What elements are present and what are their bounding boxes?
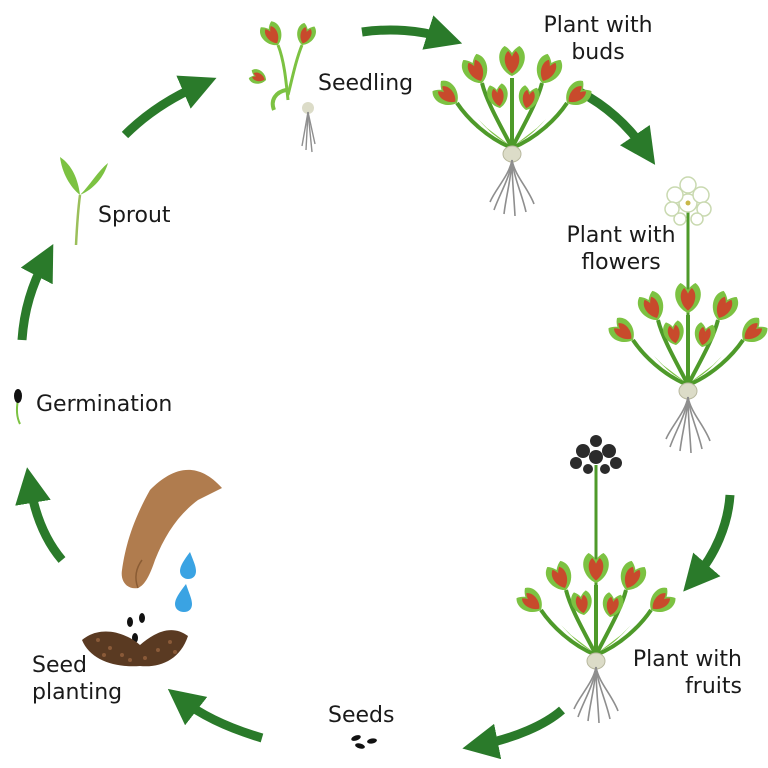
label-plant-with-buds-line2: buds xyxy=(571,40,625,65)
label-seed-planting-line2: planting xyxy=(32,680,123,705)
label-plant-with-flowers-line2: flowers xyxy=(581,250,661,275)
arrow-sprout-to-seedling xyxy=(121,75,217,139)
label-plant-with-flowers: Plant with flowers xyxy=(546,222,696,276)
label-plant-with-buds-line1: Plant with xyxy=(543,13,653,38)
sprout-icon xyxy=(60,157,108,246)
label-seeds: Seeds xyxy=(328,703,395,728)
flower-cluster-icon xyxy=(664,176,712,226)
label-plant-with-fruits-line1: Plant with xyxy=(632,647,742,672)
arrow-flowers-to-fruits xyxy=(683,494,735,592)
water-drop-icon xyxy=(175,552,196,612)
arrow-planting-to-germination xyxy=(15,467,66,563)
seedling-icon xyxy=(247,19,319,153)
label-seed-planting: Seed planting xyxy=(32,652,122,706)
arrow-buds-to-flowers xyxy=(577,88,656,165)
label-plant-with-buds: Plant with buds xyxy=(528,12,668,66)
hand-icon xyxy=(121,469,222,589)
label-plant-with-fruits: Plant with fruits xyxy=(600,646,742,700)
label-seed-planting-line1: Seed xyxy=(32,653,87,678)
plant-buds-icon xyxy=(430,46,595,216)
germinating-seed-icon xyxy=(14,389,22,425)
soil-mound-icon xyxy=(82,630,188,667)
seeds-icon xyxy=(351,735,377,749)
arrow-germination-to-sprout xyxy=(17,244,54,341)
fruit-cluster-icon xyxy=(570,435,622,474)
plant-fruits-icon xyxy=(514,435,679,723)
label-seedling: Seedling xyxy=(318,71,414,96)
arrow-seedling-to-buds xyxy=(361,15,463,50)
label-sprout: Sprout xyxy=(98,203,171,228)
label-plant-with-fruits-line2: fruits xyxy=(685,674,742,699)
plant-flowers-icon xyxy=(606,176,768,453)
arrow-fruits-to-seeds xyxy=(462,706,565,760)
seed-planting-icon xyxy=(82,469,222,667)
label-germination: Germination xyxy=(36,392,173,417)
label-plant-with-flowers-line1: Plant with xyxy=(566,223,676,248)
arrow-seeds-to-planting xyxy=(167,688,264,743)
